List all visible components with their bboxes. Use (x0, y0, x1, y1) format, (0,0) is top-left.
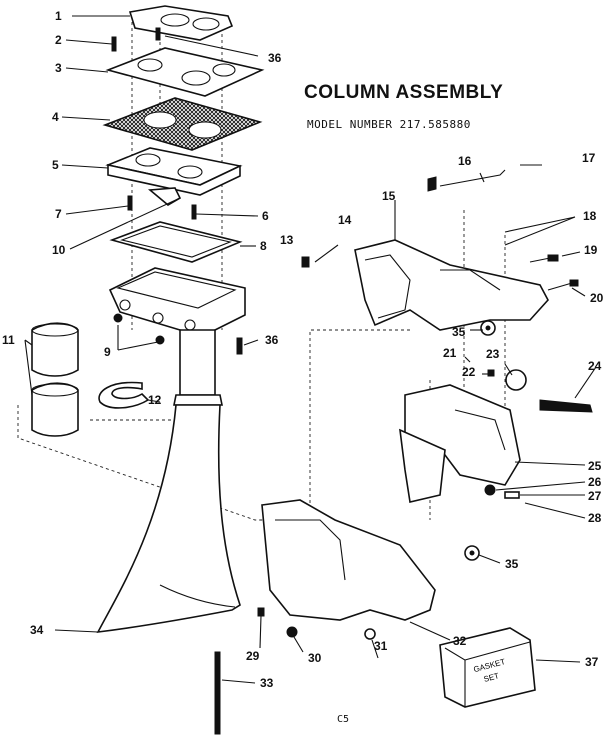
callout-5: 5 (52, 158, 59, 172)
callout-30: 30 (308, 651, 322, 665)
callout-12: 12 (148, 393, 162, 407)
callout-23: 23 (486, 347, 500, 361)
part-8-gasket (109, 221, 243, 263)
part-5-adapter-plate (105, 147, 243, 206)
part-12-ring (98, 381, 150, 409)
model-number: MODEL NUMBER 217.585880 (307, 118, 471, 131)
part-34-drive-shaft-housing (96, 329, 241, 633)
callout-27: 27 (588, 489, 602, 503)
callout-26: 26 (588, 475, 602, 489)
callout-17: 17 (582, 151, 596, 165)
callout-leaders (24, 15, 597, 684)
diagram-title: COLUMN ASSEMBLY (304, 82, 504, 103)
callout-2: 2 (55, 33, 62, 47)
callout-25: 25 (588, 459, 602, 473)
callout-33: 33 (260, 676, 274, 690)
part-15-swivel-bracket (354, 239, 549, 331)
callout-19: 19 (584, 243, 598, 257)
part-32-lower-swivel-cover (261, 499, 436, 621)
callout-24: 24 (588, 359, 602, 373)
callout-36b: 36 (265, 333, 279, 347)
callout-20: 20 (590, 291, 604, 305)
callout-6: 6 (262, 209, 269, 223)
page-code: C5 (337, 714, 350, 725)
part-4-screen-gasket (102, 97, 263, 151)
callout-14: 14 (338, 213, 352, 227)
callout-34: 34 (30, 623, 44, 637)
callout-37: 37 (585, 655, 599, 669)
callout-28: 28 (588, 511, 602, 525)
part-9-column-top-housing (108, 267, 246, 336)
callout-1: 1 (55, 9, 62, 23)
callout-22: 22 (462, 365, 476, 379)
callout-9: 9 (104, 345, 111, 359)
callout-36a: 36 (268, 51, 282, 65)
callout-3: 3 (55, 61, 62, 75)
callout-labels: 1 2 3 4 5 6 7 8 9 10 11 12 13 14 15 16 1… (2, 9, 604, 690)
callout-16: 16 (458, 154, 472, 168)
callout-8: 8 (260, 239, 267, 253)
callout-18: 18 (583, 209, 597, 223)
callout-7: 7 (55, 207, 62, 221)
callout-15: 15 (382, 189, 396, 203)
gasket-box-label-line2: SET (483, 671, 500, 684)
callout-10: 10 (52, 243, 66, 257)
part-25-stern-bracket (399, 384, 521, 503)
part-37-gasket-set-box (439, 627, 536, 708)
callout-4: 4 (52, 110, 59, 124)
part-3-reed-plate (105, 47, 265, 97)
callout-31: 31 (374, 639, 388, 653)
callout-35a: 35 (452, 325, 466, 339)
hardware-parts (111, 27, 593, 735)
part-11-clamps (31, 322, 79, 437)
part-1-top-gasket (128, 5, 234, 41)
callout-29: 29 (246, 649, 260, 663)
callout-35b: 35 (505, 557, 519, 571)
callout-21: 21 (443, 346, 457, 360)
callout-32: 32 (453, 634, 467, 648)
callout-11: 11 (2, 333, 15, 347)
callout-13: 13 (280, 233, 294, 247)
